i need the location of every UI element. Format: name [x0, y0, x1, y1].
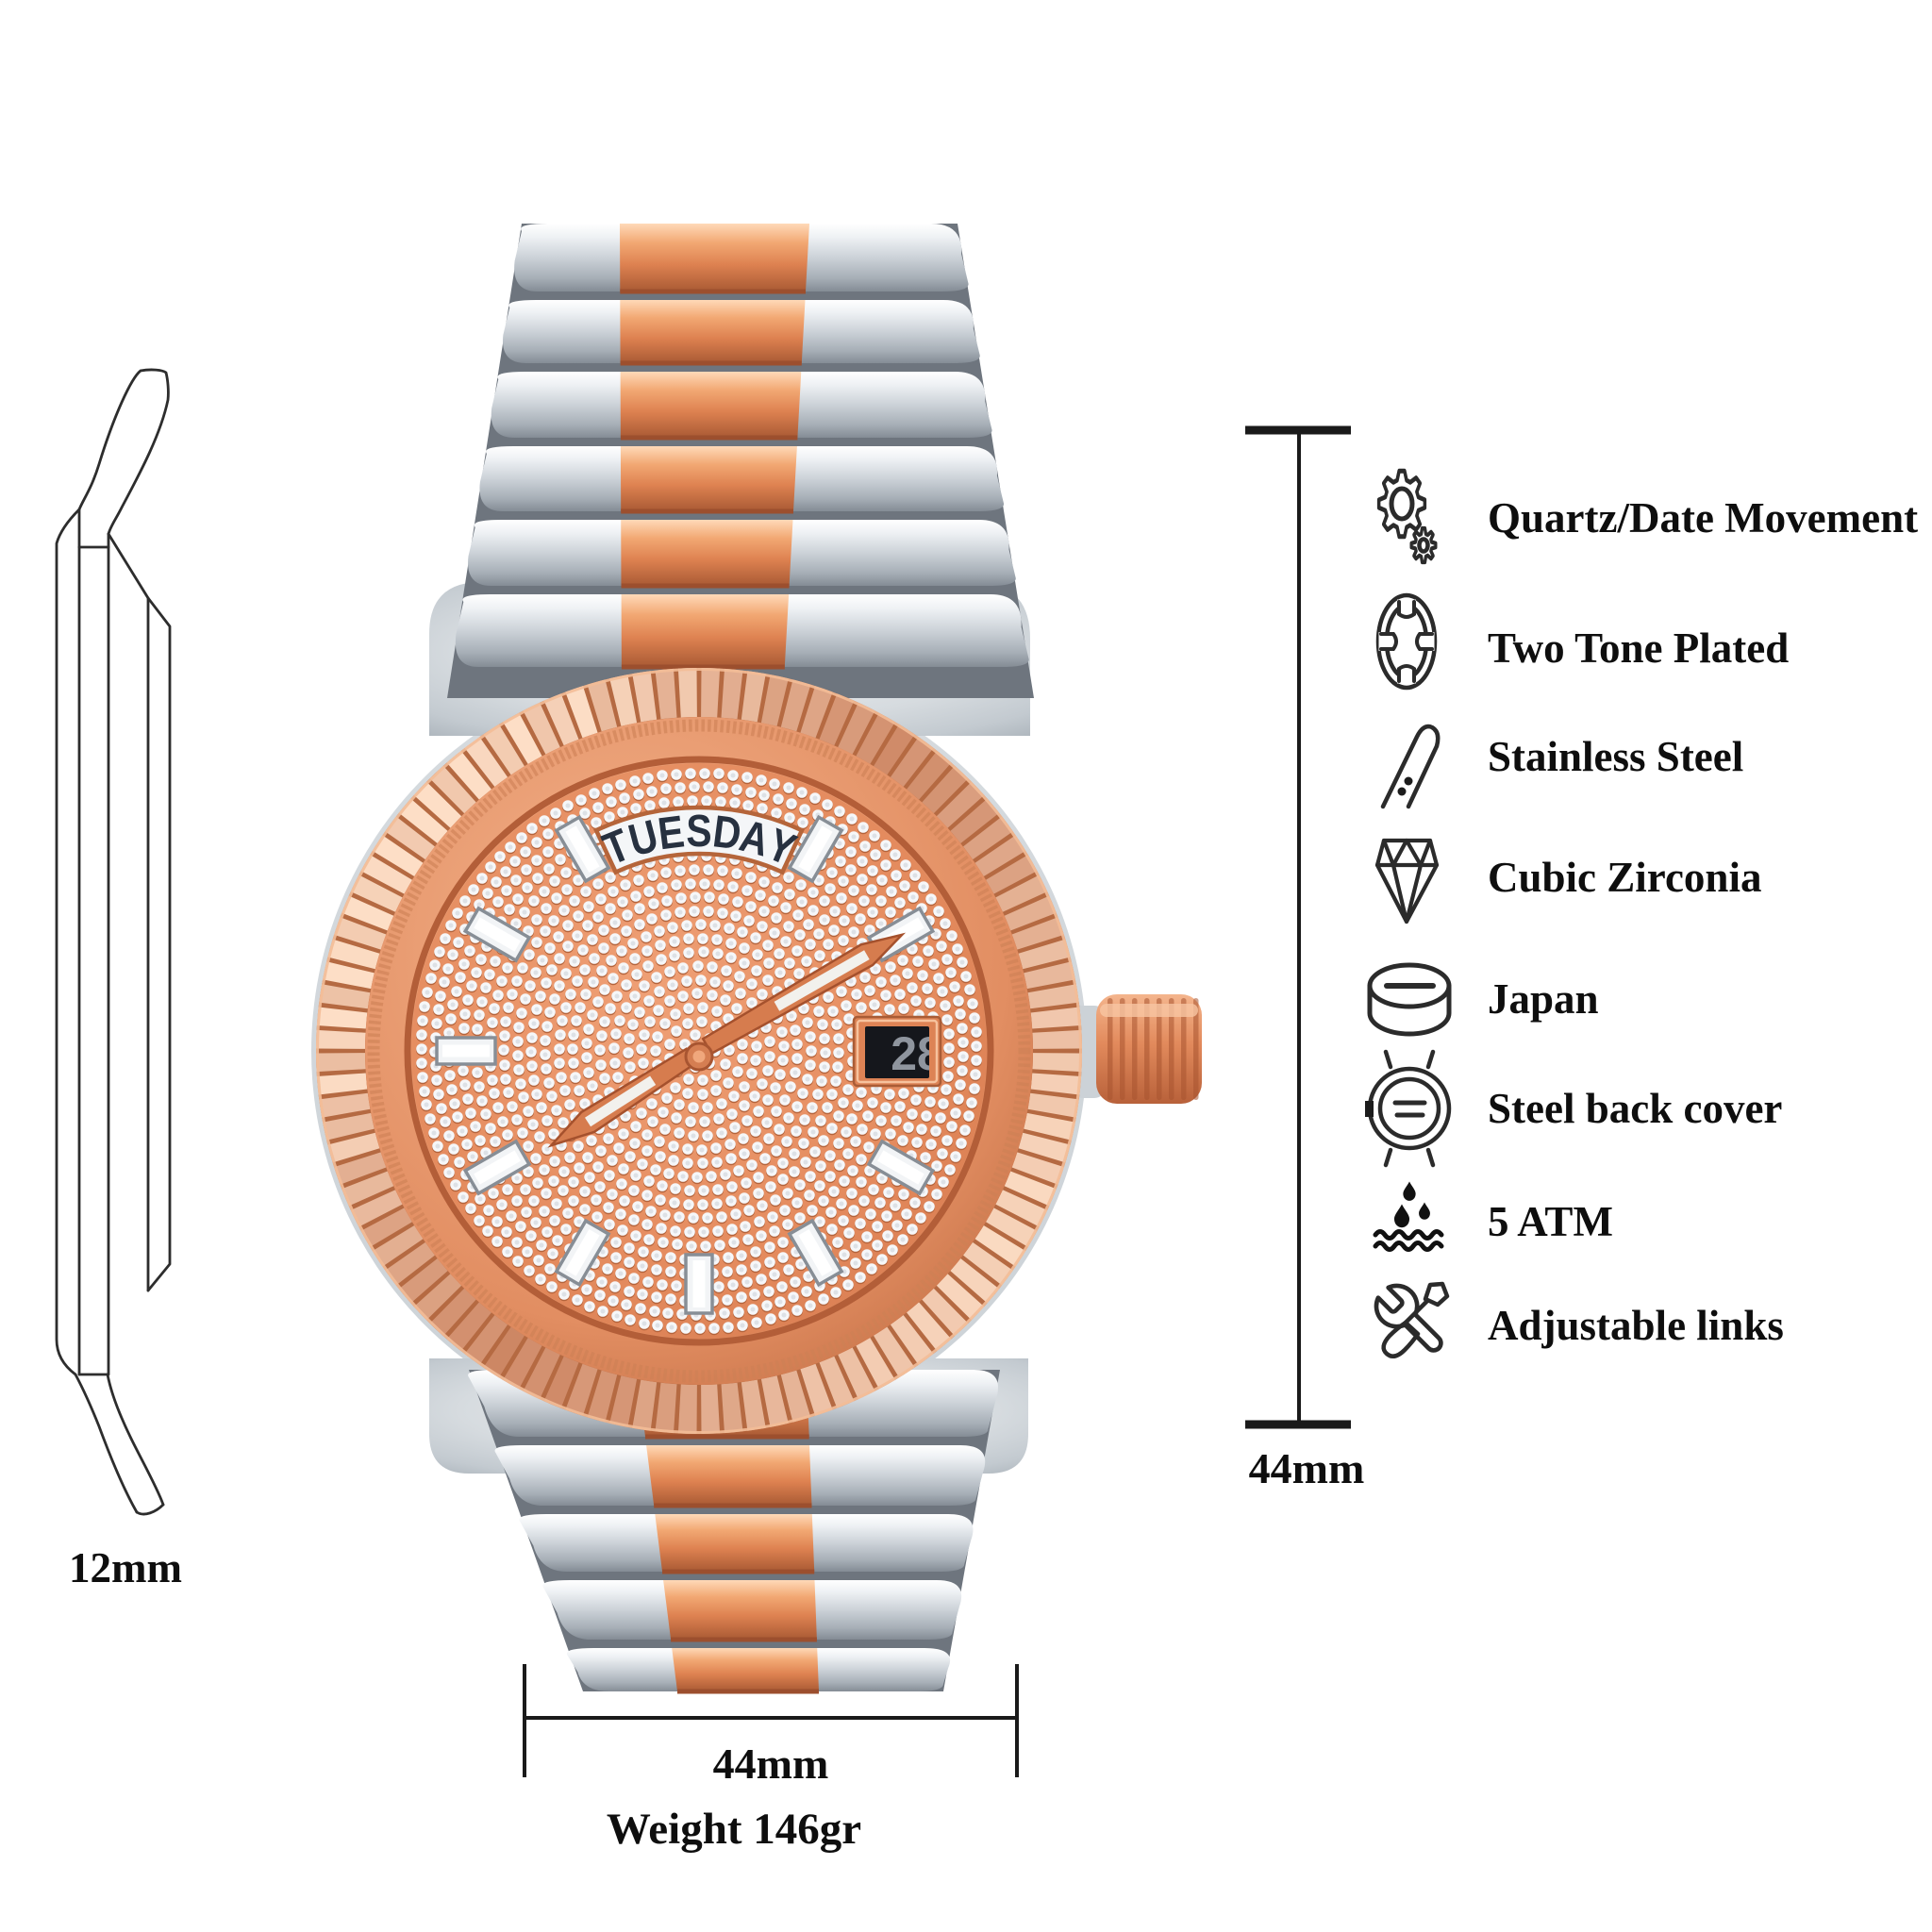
svg-text:Quartz/Date Movement: Quartz/Date Movement: [1488, 494, 1918, 541]
svg-text:Weight 146gr: Weight 146gr: [607, 1805, 861, 1854]
svg-text:Two Tone Plated: Two Tone Plated: [1488, 625, 1789, 672]
svg-text:E: E: [655, 807, 687, 859]
svg-text:Adjustable links: Adjustable links: [1488, 1302, 1784, 1349]
svg-text:Japan: Japan: [1488, 975, 1599, 1023]
svg-text:44mm: 44mm: [713, 1740, 829, 1788]
svg-text:44mm: 44mm: [1249, 1444, 1365, 1492]
svg-text:12mm: 12mm: [69, 1544, 182, 1591]
svg-text:Steel back cover: Steel back cover: [1488, 1085, 1782, 1132]
svg-text:D: D: [710, 807, 744, 859]
svg-text:28: 28: [891, 1027, 943, 1080]
svg-text:Cubic Zirconia: Cubic Zirconia: [1488, 854, 1761, 901]
svg-text:5 ATM: 5 ATM: [1488, 1198, 1613, 1245]
svg-text:S: S: [686, 807, 711, 857]
svg-text:Stainless Steel: Stainless Steel: [1488, 733, 1743, 780]
